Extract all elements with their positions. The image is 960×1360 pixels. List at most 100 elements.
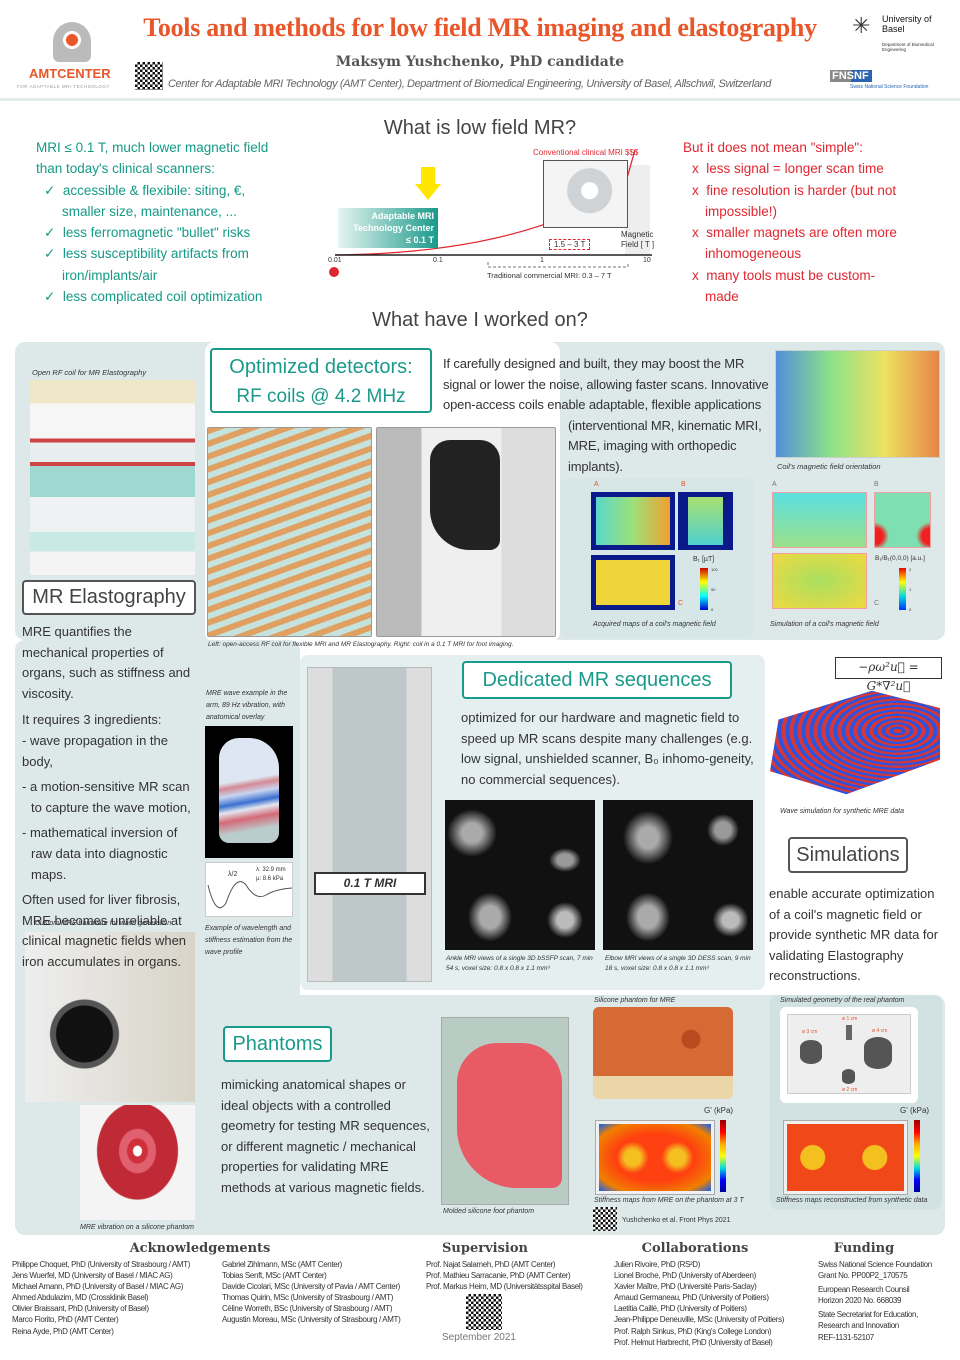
x-icon: x [692, 267, 707, 283]
intro-right: But it does not mean "simple": x less si… [683, 140, 897, 305]
check-icon: ✓ [44, 182, 63, 198]
stiffness-map-synthetic [783, 1120, 908, 1195]
phantoms-heading: Phantoms [223, 1026, 332, 1062]
check-icon: ✓ [44, 289, 63, 305]
silicone-phantom-vibration [80, 1105, 195, 1220]
sim-colorbar-label: B₁/B₁(0,0,0) [a.u.] [875, 555, 925, 562]
qr-code[interactable] [135, 62, 163, 90]
x-icon: x [692, 161, 707, 177]
poster-affiliation: Center for Adaptable MRI Technology (AMT… [168, 78, 771, 90]
supervision-list: Prof. Najat Salameh, PhD (AMT Center)Pro… [426, 1260, 583, 1292]
colorbar-3t [720, 1120, 726, 1192]
amt-logo: AMTCENTER FOR ADAPTABLE MRI TECHNOLOGY [15, 20, 130, 92]
poster-author: Maksym Yushchenko, PhD candidate [335, 54, 625, 70]
caption-coil-photos: Left: open-access RF coil for flexible M… [208, 641, 514, 648]
caption-ankle: Ankle MRI views of a single 3D bSSFP sca… [446, 955, 593, 972]
x-icon: x [692, 182, 707, 198]
traditional-range-label: Traditional commercial MRI: 0.3 – 7 T [487, 271, 612, 280]
wave-simulation-image [770, 690, 940, 795]
elastography-heading: MR Elastography [22, 580, 196, 615]
sim-colorbar [899, 568, 906, 610]
simulations-text: enable accurate optimization of a coil's… [769, 886, 939, 984]
acq-map-b [678, 492, 733, 550]
cylinder-3cm [800, 1040, 822, 1064]
caption-wave-example: MRE wave example in the arm, 89 Hz vibra… [206, 690, 288, 721]
axis-label: Magnetic Field [ T ] [621, 230, 655, 249]
coil-photo-left [207, 427, 372, 637]
snf-logo: FNSNF Swiss National Science Foundation [830, 70, 929, 90]
acq-colorbar-label: B₁ [µT] [693, 556, 715, 563]
caption-open-coil: Open RF coil for MR Elastography [32, 368, 147, 377]
colorbar-synthetic [914, 1120, 920, 1192]
check-icon: ✓ [44, 225, 63, 241]
unibas-logo: ✳ University of Basel Department of Biom… [852, 13, 934, 53]
detectors-text: If carefully designed and built, they ma… [443, 356, 769, 474]
caption-foot-phantom: Molded silicone foot phantom [443, 1208, 535, 1215]
magnet-icon [329, 267, 339, 277]
ack-col1: Philippe Choquet, PhD (University of Str… [12, 1260, 191, 1336]
mre-wave-image [205, 726, 293, 858]
supervision-heading: Supervision [442, 1241, 528, 1256]
conventional-label: Conventional clinical MRI $$$ [533, 148, 639, 157]
reference-text: Yushchenko et al. Front Phys 2021 [622, 1217, 731, 1224]
intro-heading: What is low field MR? [383, 117, 577, 139]
caption-stiffness-3t: Stiffness maps from MRE on the phantom a… [594, 1197, 744, 1204]
footer-qr-code[interactable] [466, 1294, 502, 1330]
intro-left: MRI ≤ 0.1 T, much lower magnetic field t… [36, 140, 269, 305]
sim-map-c [772, 553, 867, 609]
cylinder-2cm [842, 1069, 855, 1084]
cylinder-1cm [846, 1025, 852, 1040]
caption-profile: Example of wavelength and stiffness esti… [205, 925, 293, 956]
reference-qr-code[interactable] [593, 1207, 617, 1231]
caption-elbow: Elbow MRI views of a single 3D DESS scan… [605, 955, 751, 972]
poster-date: September 2021 [442, 1332, 516, 1343]
foot-phantom-photo [441, 1017, 569, 1205]
elastography-text: MRE quantifies the mechanical properties… [22, 624, 191, 969]
caption-hardware: Custom MRE hardware for wave generation [35, 920, 172, 927]
mre-hardware-photo [25, 932, 195, 1102]
yellow-arrow-icon [415, 184, 441, 200]
simulations-heading: Simulations [788, 837, 908, 873]
caption-acquired: Acquired maps of a coil's magnetic field [593, 621, 716, 628]
wave-profile-curve [207, 881, 293, 908]
sim-map-a [772, 492, 867, 548]
ack-heading: Acknowledgements [129, 1241, 271, 1256]
collaborations-heading: Collaborations [641, 1241, 749, 1256]
acq-map-c [591, 555, 675, 610]
x-icon: x [692, 225, 707, 241]
clinical-range-box: 1.5 – 3 T [549, 239, 591, 250]
sequences-heading: Dedicated MR sequences [462, 661, 732, 699]
stiffness-map-3t [595, 1120, 715, 1195]
amt-logo-text: AMTCENTER [29, 66, 111, 81]
caption-simulation: Simulation of a coil's magnetic field [770, 621, 879, 628]
foot-in-coil [430, 440, 500, 550]
acq-colorbar [700, 568, 708, 610]
phantoms-text: mimicking anatomical shapes or ideal obj… [221, 1077, 430, 1195]
cylinder-4cm [864, 1037, 892, 1069]
detectors-heading: Optimized detectors: RF coils @ 4.2 MHz [210, 348, 432, 413]
ack-col2: Gabriel Zihlmann, MSc (AMT Center)Tobias… [222, 1260, 401, 1325]
caption-wave-simulation: Wave simulation for synthetic MRE data [780, 808, 904, 815]
wave-profile-plot: λ/2 λ: 32.9 mm µ: 8.6 kPa [205, 862, 293, 917]
caption-stiffness-synthetic: Stiffness maps reconstructed from synthe… [776, 1197, 928, 1204]
unibas-star-icon: ✳ [852, 13, 871, 38]
header-divider [0, 98, 960, 101]
amt-logo-icon [53, 22, 91, 62]
amt-logo-subtext: FOR ADAPTABLE MRI TECHNOLOGY [17, 84, 110, 89]
funding-heading: Funding [833, 1241, 895, 1256]
check-icon: ✓ [44, 246, 63, 262]
elbow-mri-images [603, 800, 753, 950]
caption-silicone: Silicone phantom for MRE [594, 997, 676, 1004]
sequences-text: optimized for our hardware and magnetic … [461, 710, 754, 787]
mri-scanner-image [543, 160, 628, 228]
ankle-mri-images [445, 800, 595, 950]
worked-heading: What have I worked on? [372, 309, 588, 331]
sim-geometry-image: ø 1 cm ø 3 cm ø 4 cm ø 2 cm [780, 1007, 918, 1103]
open-coil-photo [30, 380, 195, 575]
wave-equation: −ρω²u⃗ = G*∇²u⃗ [835, 657, 942, 693]
caption-orientation: Coil's magnetic field orientation [777, 462, 881, 471]
collaborations-list: Julien Rivoire, PhD (RS²D)Lionel Broche,… [614, 1260, 785, 1347]
